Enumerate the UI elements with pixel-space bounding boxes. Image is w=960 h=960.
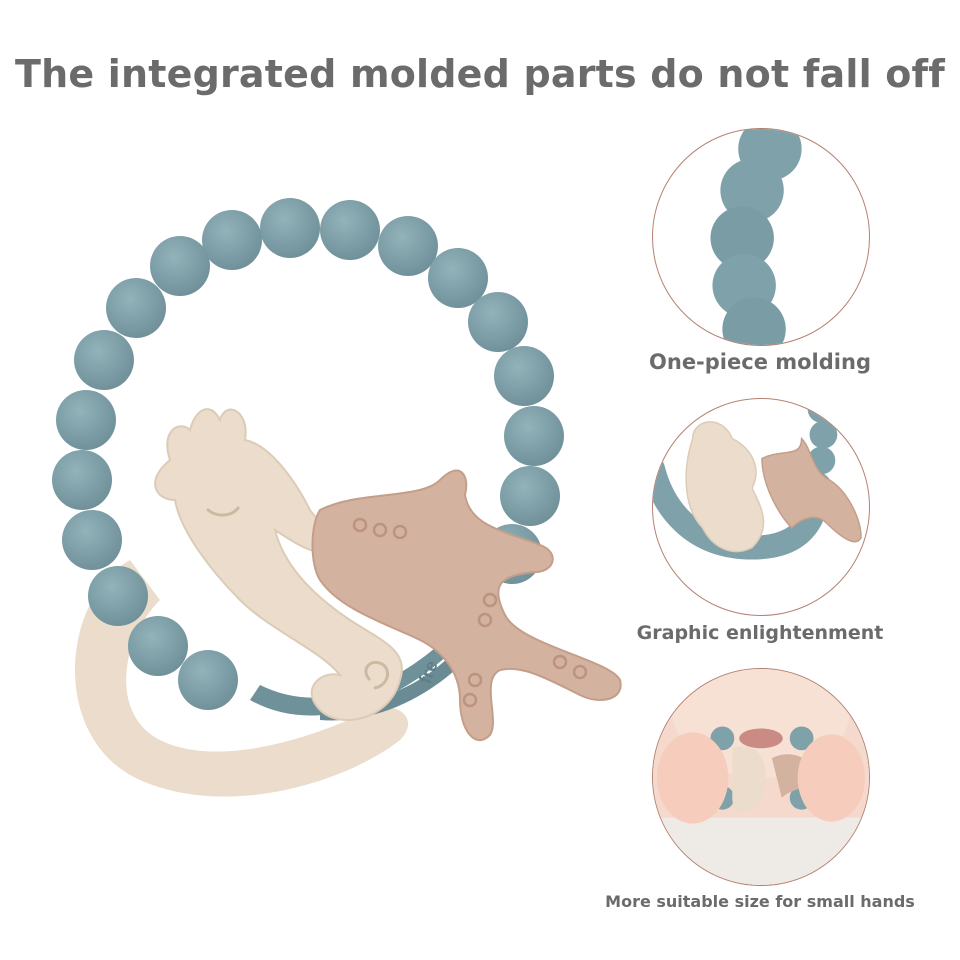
seahorse-shape — [154, 408, 403, 721]
seahorse-tail — [75, 560, 409, 797]
headline: The integrated molded parts do not fall … — [15, 52, 945, 96]
detail-circle-one-piece — [652, 128, 870, 346]
caption-one-piece-molding: One-piece molding — [649, 350, 871, 374]
seahorse-starfish-closeup-icon — [653, 399, 862, 560]
baby-chewing-photo-icon — [653, 669, 869, 885]
detail-circle-graphic — [652, 398, 870, 616]
caption-graphic-enlightenment: Graphic enlightenment — [636, 622, 884, 644]
starfish-shape — [311, 469, 622, 742]
detail-circle-small-hands — [652, 668, 870, 886]
caption-small-hands: More suitable size for small hands — [605, 892, 915, 911]
hero-product-image: fre — [20, 180, 680, 820]
teether-illustration: fre — [52, 198, 622, 797]
bead-ring-closeup-icon — [710, 129, 802, 345]
